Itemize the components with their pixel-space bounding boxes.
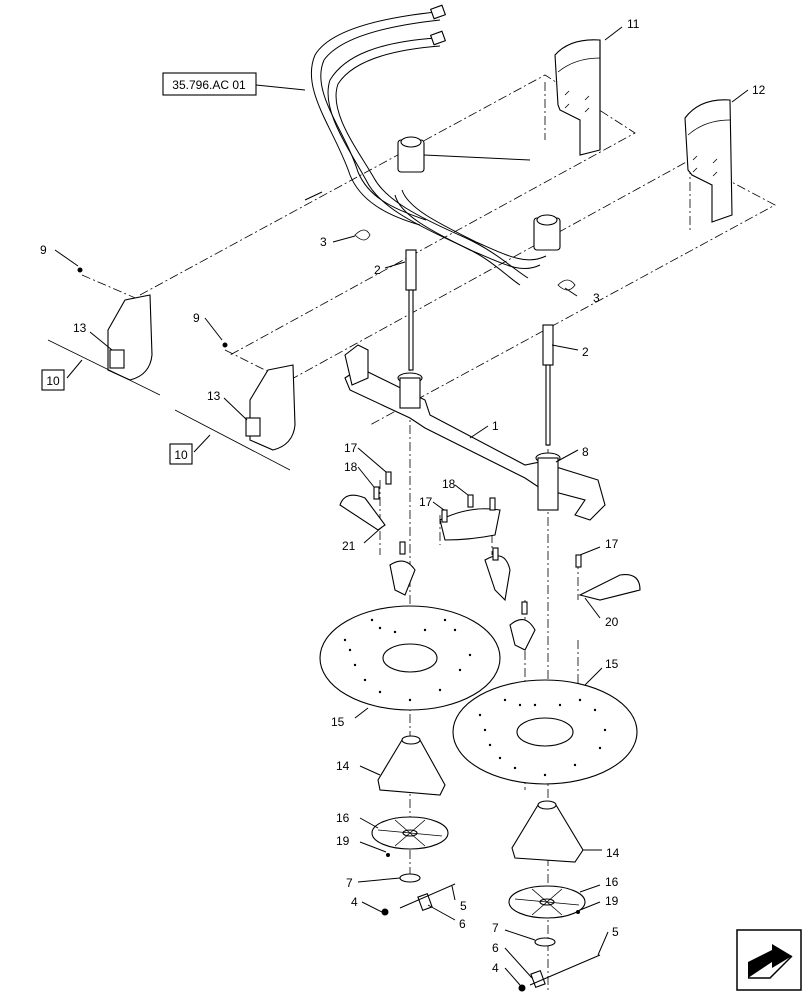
kit-box-10-right	[169, 443, 193, 465]
washer-7-right	[534, 937, 556, 947]
callout-8: 8	[582, 445, 589, 459]
bolt-5-left	[399, 883, 456, 909]
callout-21: 21	[342, 539, 356, 553]
nut-4-right	[518, 984, 526, 992]
callout-19-left: 19	[336, 834, 350, 848]
kit-label-10-right: 10	[174, 448, 188, 462]
callout-13-right: 13	[207, 389, 221, 403]
callout-6-right: 6	[492, 941, 499, 955]
shield-11	[554, 39, 601, 156]
shaft-2-left	[405, 249, 417, 371]
callout-17-b: 17	[419, 495, 433, 509]
kit-box-10-left	[41, 369, 65, 391]
callout-18-a: 18	[344, 460, 358, 474]
kit-label-10-left: 10	[46, 374, 60, 388]
mounting-brackets	[389, 508, 536, 651]
callout-16-left: 16	[336, 811, 350, 825]
callout-2-left: 2	[374, 263, 381, 277]
callout-4-right: 4	[492, 961, 499, 975]
callout-11: 11	[627, 17, 640, 31]
callout-15-left: 15	[331, 715, 345, 729]
shield-12	[684, 99, 733, 223]
bolt-5-right	[529, 954, 601, 986]
hydraulic-hose-assembly	[304, 4, 561, 286]
callout-9-right: 9	[193, 311, 200, 325]
callout-5-left: 5	[460, 899, 467, 913]
callout-14-left: 14	[336, 759, 350, 773]
reference-box	[162, 72, 257, 96]
disc-15-left	[319, 605, 501, 711]
callout-7-left: 7	[346, 876, 353, 890]
callout-9-left: 9	[40, 243, 47, 257]
bolt-19-left	[386, 853, 390, 857]
guard-13-rear	[47, 294, 161, 396]
washer-7-left	[399, 873, 421, 883]
callout-15-right: 15	[605, 657, 619, 671]
nut-4-left	[381, 908, 389, 916]
small-bolts	[373, 471, 582, 615]
callout-17-a: 17	[344, 441, 358, 455]
clip-3-top	[354, 229, 371, 241]
callout-19-right: 19	[605, 894, 619, 908]
shaft-2-right	[542, 324, 554, 446]
reference-label: 35.796.AC 01	[172, 78, 246, 92]
callout-labels: 11 12 9 9 3 3 2 2 1 8 13 13 17 18 18 17 …	[40, 17, 766, 975]
guard-13-front	[174, 364, 296, 471]
callout-12: 12	[752, 83, 766, 97]
callout-16-right: 16	[605, 875, 619, 889]
frame-1	[344, 344, 606, 521]
deflector-20	[578, 574, 641, 601]
callout-4-left: 4	[351, 895, 358, 909]
callout-14-right: 14	[606, 846, 620, 860]
leader-lines	[54, 26, 749, 986]
callout-17-c: 17	[605, 537, 619, 551]
callout-7-right: 7	[492, 921, 499, 935]
callout-18-b: 18	[442, 477, 456, 491]
callout-2-right: 2	[582, 345, 589, 359]
bolt-9-left	[77, 267, 83, 273]
cone-14-right	[511, 800, 584, 863]
star-hub-16-right	[508, 885, 586, 919]
bushing-6-left	[417, 893, 433, 911]
disc-15-right	[452, 679, 638, 785]
assembly-centerlines	[81, 74, 776, 990]
callout-6-left: 6	[459, 917, 466, 931]
clip-3-bottom	[557, 279, 576, 291]
callout-1: 1	[492, 419, 499, 433]
next-page-arrow-icon[interactable]	[736, 929, 802, 991]
deflector-21	[339, 494, 386, 531]
bolt-9-right	[222, 342, 228, 348]
callout-13-left: 13	[73, 321, 87, 335]
callout-5-right: 5	[612, 925, 619, 939]
bolt-19-right	[576, 910, 580, 914]
cone-14-left	[377, 735, 446, 796]
callout-3-bottom: 3	[593, 291, 600, 305]
star-hub-16-left	[371, 816, 449, 850]
callout-20: 20	[605, 615, 619, 629]
callout-3-top: 3	[320, 235, 327, 249]
